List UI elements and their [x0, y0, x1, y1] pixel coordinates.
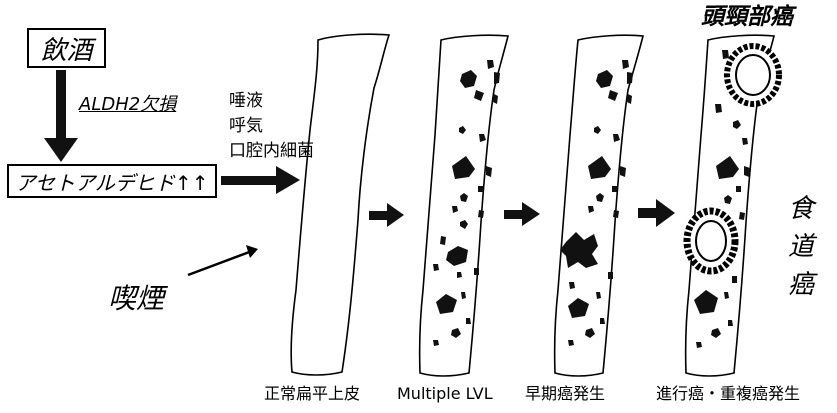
breath-label: 呼気 [229, 118, 263, 135]
esophageal-cancer-char-3: 癌 [788, 272, 814, 298]
stage-label-early-cancer: 早期癌発生 [525, 386, 605, 402]
aldh2-deficiency-label: ALDH2欠損 [79, 96, 176, 114]
smoking-label: 喫煙 [108, 285, 164, 313]
smoking-arrow [188, 245, 258, 275]
saliva-label: 唾液 [229, 93, 263, 110]
esophagus-multiple-lvl [420, 35, 508, 376]
esophagus-advanced-cancer [686, 35, 779, 376]
stage-label-multiple-lvl: Multiple LVL [397, 386, 493, 402]
alcohol-to-acetaldehyde-arrow [44, 70, 78, 162]
esophagus-early-cancer [555, 35, 643, 376]
stage-label-advanced-cancer: 進行癌・重複癌発生 [656, 386, 800, 402]
esophageal-cancer-char-1: 食 [788, 196, 814, 222]
acetaldehyde-label: アセトアルデヒド↑↑ [16, 167, 209, 196]
head-neck-cancer-label: 頭頸部癌 [701, 6, 793, 29]
oral-bacteria-label: 口腔内細菌 [229, 143, 314, 160]
esophagus-normal [291, 34, 389, 375]
alcohol-box: 飲酒 [27, 28, 106, 68]
stage-label-normal: 正常扁平上皮 [264, 386, 360, 402]
stage-arrow-3 [638, 199, 675, 227]
alcohol-label: 飲酒 [40, 30, 92, 67]
stage-arrow-1 [369, 203, 404, 227]
acetaldehyde-to-esophagus-arrow [221, 166, 300, 194]
acetaldehyde-box: アセトアルデヒド↑↑ [7, 164, 217, 198]
stage-arrow-2 [504, 202, 540, 226]
esophageal-cancer-char-2: 道 [788, 234, 814, 260]
